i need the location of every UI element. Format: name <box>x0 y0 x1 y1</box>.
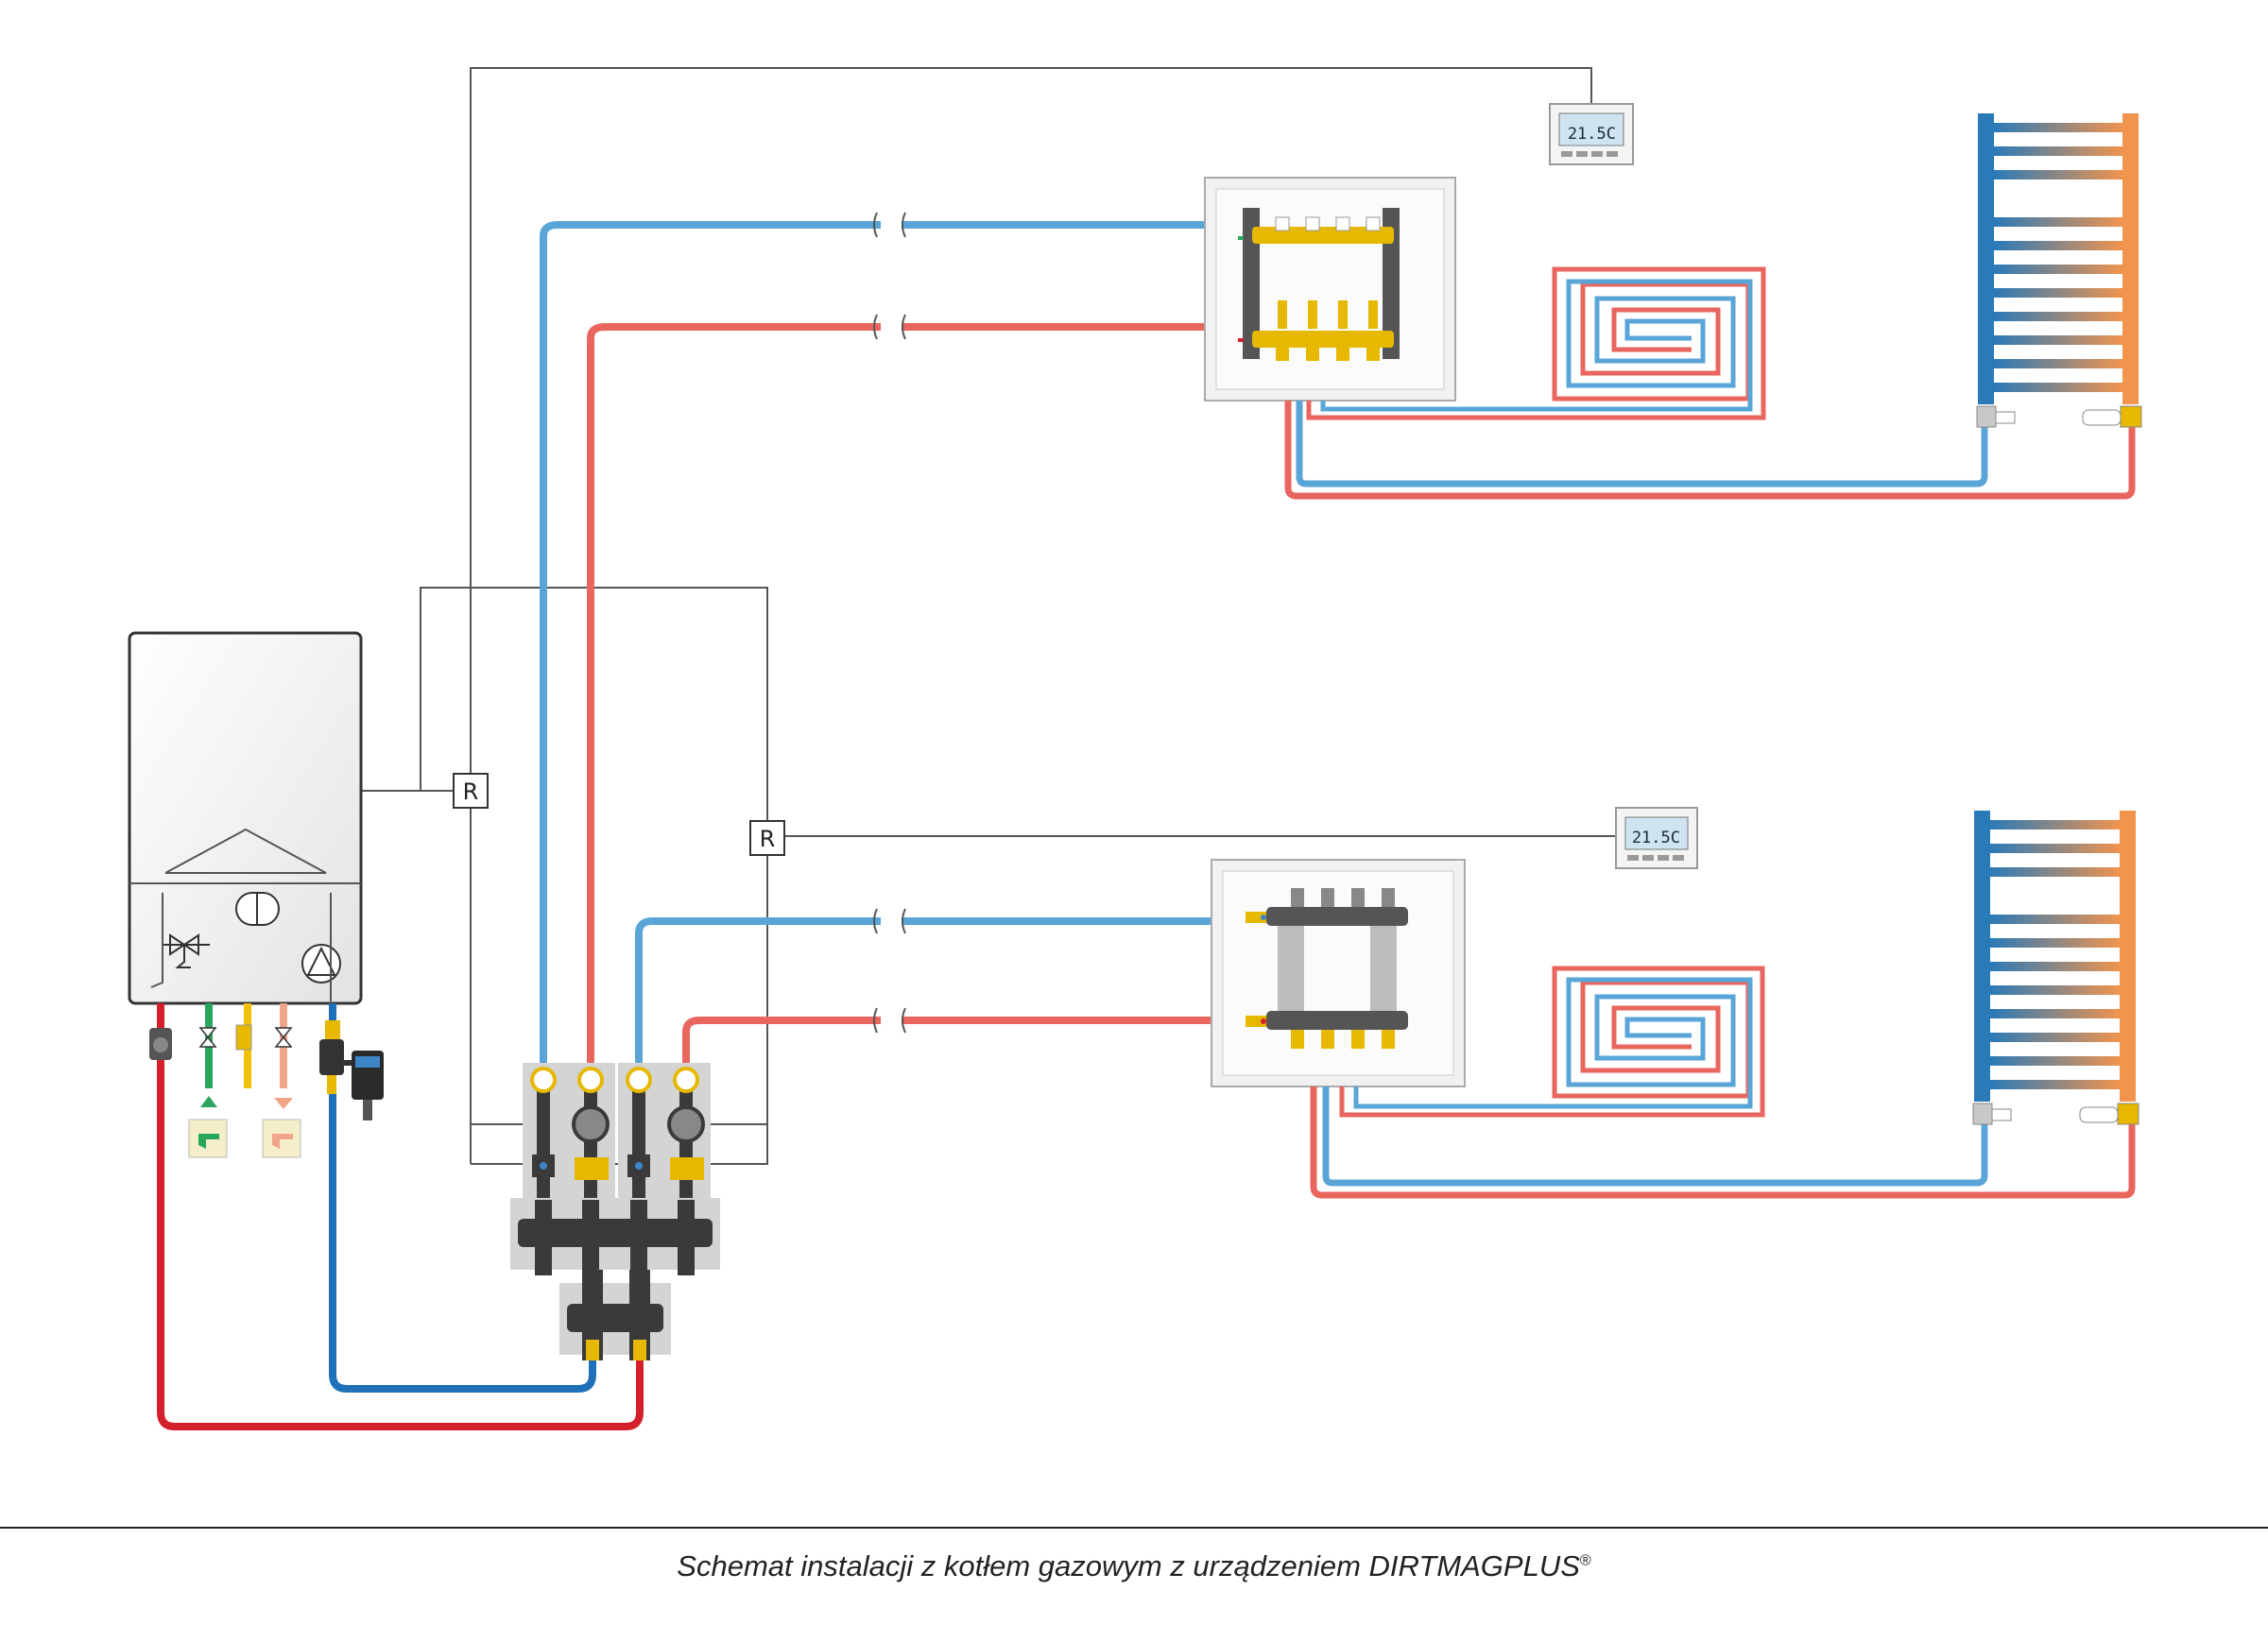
thermometer-icon <box>626 1067 652 1093</box>
relay-lower-label: R <box>760 826 776 852</box>
expansion-vessel-icon <box>235 892 280 926</box>
mixing-valve-icon <box>575 1157 609 1180</box>
radiator-loop-lower <box>1310 1086 2136 1199</box>
circulator-pump-icon <box>667 1105 705 1143</box>
pump-icon <box>301 944 341 983</box>
towel-radiator-upper <box>1976 113 2142 428</box>
radiator-valve-icon <box>1972 1103 2012 1125</box>
hot-water-valve-icon <box>274 1027 293 1048</box>
circulator-pump-icon <box>572 1105 610 1143</box>
thermostatic-head-icon <box>2079 1103 2139 1125</box>
floor-heating-loop-lower <box>1339 966 1765 1118</box>
thermostat-upper: 21.5C <box>1549 103 1634 165</box>
pipes-lower-zone <box>635 917 1247 1066</box>
primary-pipes <box>157 1058 644 1430</box>
boiler-connections <box>149 1003 336 1158</box>
figure-caption: Schemat instalacji z kotłem gazowym z ur… <box>0 1549 2268 1583</box>
manifold-cabinet-upper <box>1204 177 1456 402</box>
registered-mark: ® <box>1579 1552 1591 1569</box>
pipes-upper-zone <box>540 221 1205 1066</box>
thermostat-upper-display: 21.5C <box>1568 125 1616 144</box>
gas-boiler <box>128 631 363 1005</box>
arrow-down-icon <box>274 1098 293 1109</box>
cold-water-valve-icon <box>198 1027 217 1048</box>
air-vent-icon <box>149 1028 172 1060</box>
arrow-up-icon <box>200 1096 217 1107</box>
hydraulic-separator <box>559 1270 671 1360</box>
dirtmag-filter-icon <box>319 1020 384 1120</box>
relay-upper: R <box>453 773 489 809</box>
thermostatic-head-icon <box>2082 405 2142 428</box>
thermostat-lower-display: 21.5C <box>1632 829 1680 847</box>
thermometer-icon <box>577 1067 604 1093</box>
cold-tap-icon <box>188 1119 228 1158</box>
mixing-group-lower-zone <box>618 1063 711 1214</box>
caption-text: Schemat instalacji z kotłem gazowym z ur… <box>677 1549 1580 1582</box>
mixing-group-upper-zone <box>523 1063 615 1214</box>
mixing-valve-icon <box>670 1157 704 1180</box>
thermometer-icon <box>673 1067 699 1093</box>
pipe-break-marks <box>873 212 906 1034</box>
relay-lower: R <box>749 820 785 856</box>
radiator-loop-upper <box>1284 401 2136 500</box>
manifold-cabinet-lower <box>1211 859 1466 1087</box>
safety-valve-icon <box>163 933 210 968</box>
distribution-manifold <box>510 1198 720 1275</box>
thermostat-lower: 21.5C <box>1615 807 1698 869</box>
hot-tap-icon <box>262 1119 301 1158</box>
relay-upper-label: R <box>463 778 479 805</box>
towel-radiator-lower <box>1972 811 2139 1125</box>
floor-heating-loop-upper <box>1306 266 1766 420</box>
thermometer-icon <box>530 1067 557 1093</box>
radiator-valve-icon <box>1976 405 2016 428</box>
gas-valve-icon <box>235 1024 252 1051</box>
